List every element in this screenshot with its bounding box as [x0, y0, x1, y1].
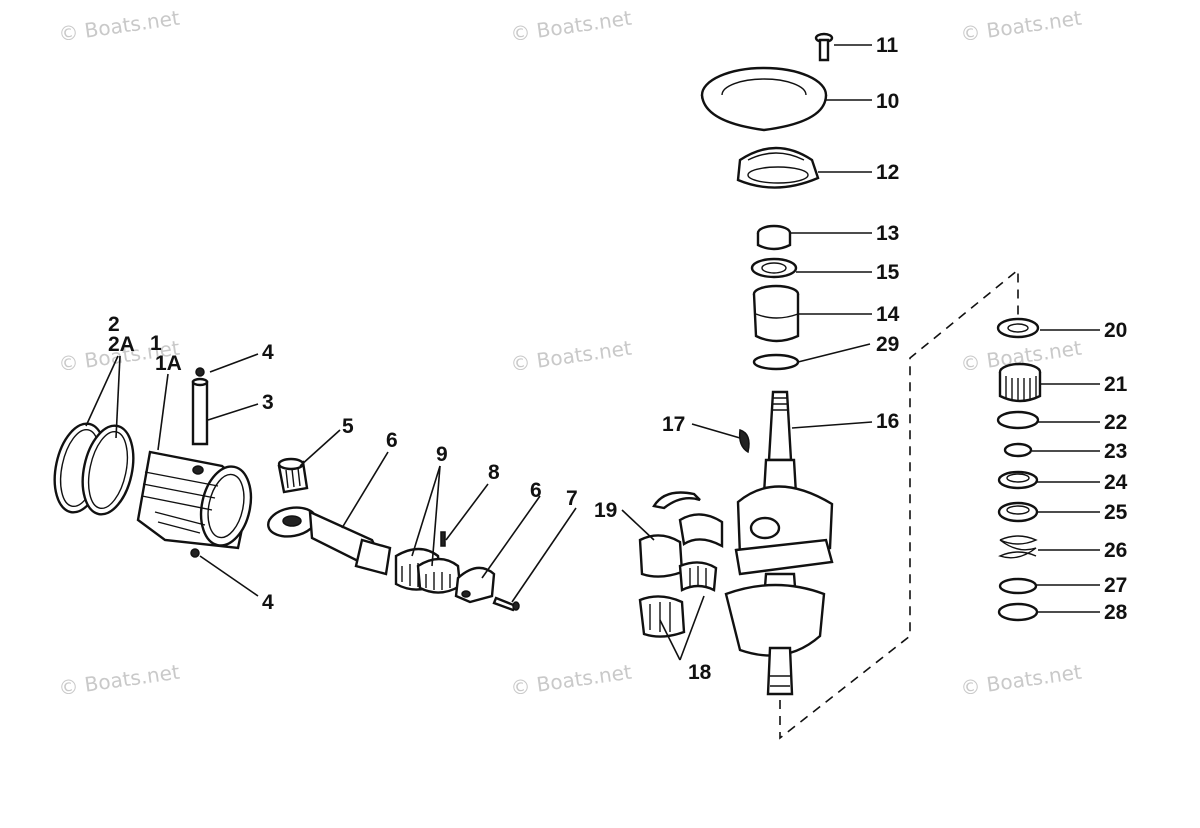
- callout-14: 14: [876, 303, 900, 326]
- callout-25: 25: [1104, 501, 1128, 524]
- callout-2: 2: [108, 313, 120, 336]
- retainer-plate: [700, 66, 828, 132]
- callout-1a: 1A: [155, 352, 182, 375]
- callout-4: 4: [262, 591, 274, 614]
- callout-11: 11: [876, 34, 899, 57]
- callout-26: 26: [1104, 539, 1128, 562]
- thrust-washer: [996, 317, 1040, 339]
- pin-retainer: [190, 367, 205, 558]
- callout-13: 13: [876, 222, 900, 245]
- callout-24: 24: [1104, 471, 1128, 494]
- callout-3: 3: [262, 391, 274, 414]
- alignment-lines: [779, 268, 1019, 740]
- callout-29: 29: [876, 333, 900, 356]
- callout-6: 6: [530, 479, 542, 502]
- bearing-housing: [736, 146, 820, 189]
- bearing-liner: [440, 531, 446, 547]
- callout-10: 10: [876, 90, 900, 113]
- callout-4: 4: [262, 341, 274, 364]
- piston: [136, 450, 253, 550]
- callout-7: 7: [566, 487, 578, 510]
- callout-5: 5: [342, 415, 354, 438]
- callout-22: 22: [1104, 411, 1128, 434]
- callout-2a: 2A: [108, 333, 135, 356]
- callout-9: 9: [436, 443, 448, 466]
- piston-pin: [191, 377, 209, 446]
- lower-seal-stack: [996, 410, 1040, 622]
- retainer-screw: [814, 32, 834, 62]
- retaining-ring: [652, 491, 701, 510]
- rod-cap: [454, 566, 496, 604]
- main-bearing-race: [638, 513, 724, 638]
- callout-28: 28: [1104, 601, 1128, 624]
- pin-needle-bearing: [277, 457, 309, 494]
- callout-23: 23: [1104, 440, 1128, 463]
- callout-15: 15: [876, 261, 900, 284]
- callout-16: 16: [876, 410, 900, 433]
- upper-seal: [750, 257, 798, 279]
- callout-6: 6: [386, 429, 398, 452]
- o-ring: [752, 353, 800, 371]
- piston-ring-pair: [53, 422, 135, 516]
- leader-lines: [85, 44, 1100, 661]
- callout-20: 20: [1104, 319, 1128, 342]
- crankshaft: [724, 390, 834, 696]
- upper-bearing-seal: [756, 224, 792, 251]
- callout-1: 1: [150, 332, 162, 355]
- rod-cap-screw: [492, 596, 520, 612]
- connecting-rod: [267, 506, 392, 576]
- callout-17: 17: [662, 413, 686, 436]
- callout-27: 27: [1104, 574, 1128, 597]
- callout-12: 12: [876, 161, 900, 184]
- callout-21: 21: [1104, 373, 1128, 396]
- callout-18: 18: [688, 661, 712, 684]
- upper-main-bearing: [752, 284, 800, 343]
- callout-8: 8: [488, 461, 500, 484]
- callout-19: 19: [594, 499, 618, 522]
- needle-bearing: [998, 362, 1042, 403]
- woodruff-key: [738, 428, 750, 454]
- rod-bearing-cages: [394, 547, 462, 594]
